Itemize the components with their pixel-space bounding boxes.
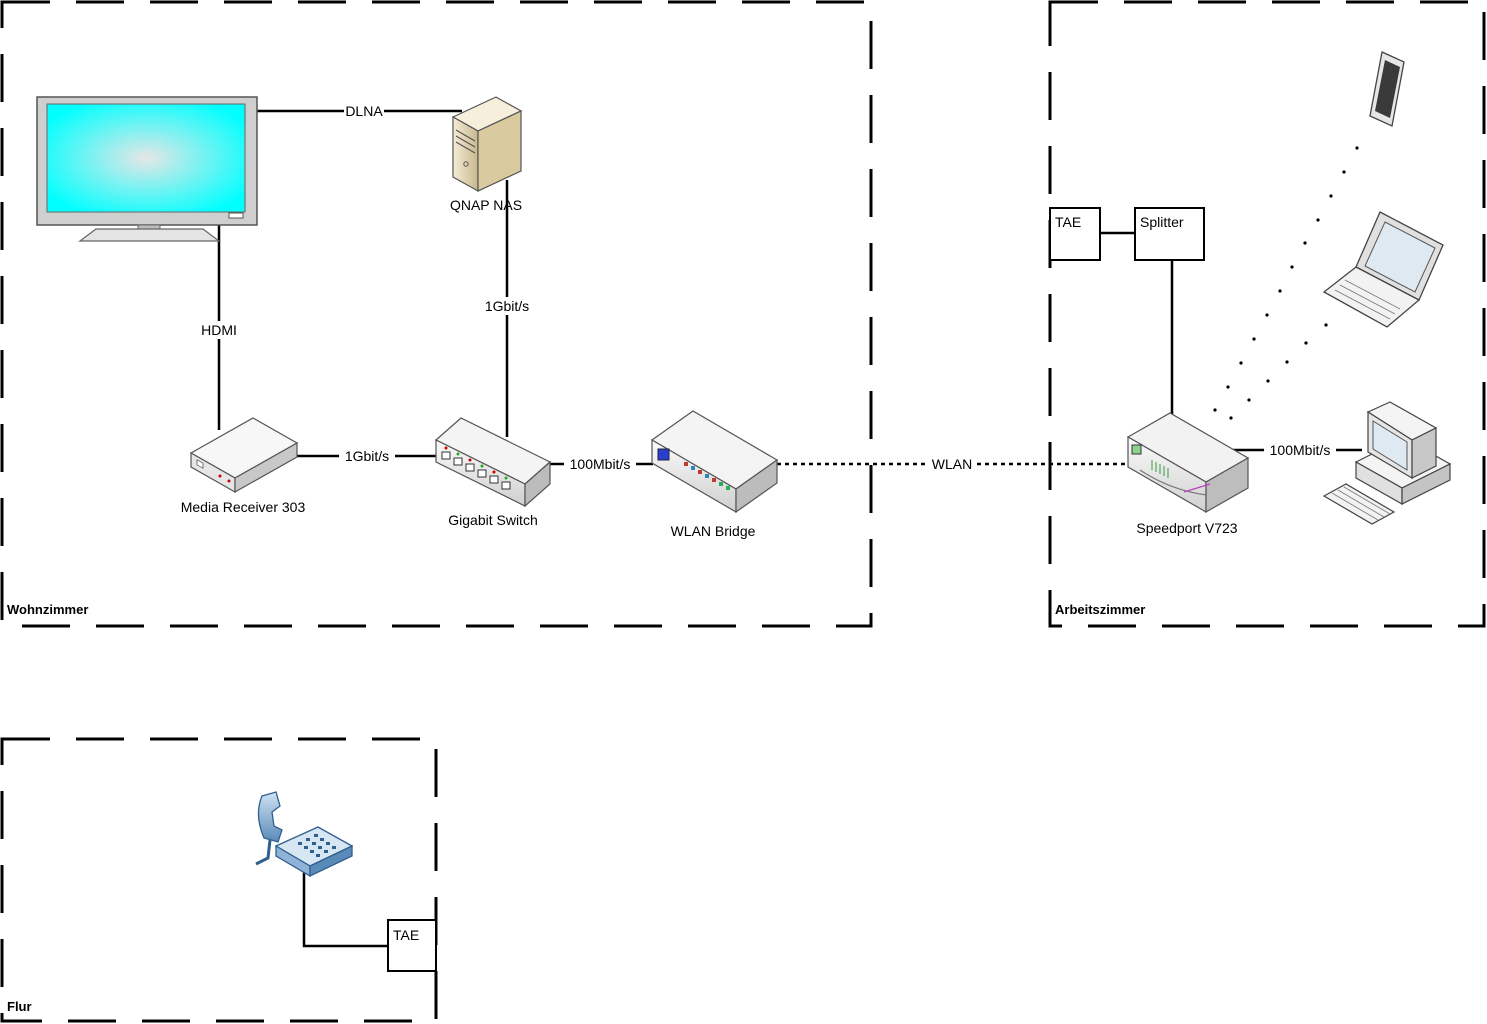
wlan-bridge-label: WLAN Bridge bbox=[671, 523, 756, 539]
server-icon[interactable] bbox=[453, 97, 521, 191]
splitter-box[interactable]: Splitter bbox=[1135, 208, 1204, 260]
svg-text:DLNA: DLNA bbox=[345, 103, 383, 119]
tae-box-flur[interactable]: TAE bbox=[388, 920, 436, 971]
speedport-label: Speedport V723 bbox=[1136, 520, 1237, 536]
tv-monitor-icon[interactable] bbox=[37, 97, 257, 241]
svg-text:1Gbit/s: 1Gbit/s bbox=[345, 448, 389, 464]
link-label-wlan: WLAN bbox=[928, 455, 976, 473]
room-label-wohnzimmer: Wohnzimmer bbox=[7, 602, 88, 617]
nas-label: QNAP NAS bbox=[450, 197, 522, 213]
set-top-box-icon[interactable] bbox=[191, 418, 297, 492]
link-label-speedport-pc: 100Mbit/s bbox=[1264, 441, 1336, 459]
svg-text:100Mbit/s: 100Mbit/s bbox=[1270, 442, 1331, 458]
tae-box-arbeitszimmer[interactable]: TAE bbox=[1050, 208, 1100, 260]
desktop-pc-icon[interactable] bbox=[1324, 402, 1450, 524]
link-phone-tae bbox=[304, 868, 388, 946]
smartphone-icon[interactable] bbox=[1370, 52, 1404, 126]
switch-icon[interactable] bbox=[436, 418, 550, 506]
telephone-icon[interactable] bbox=[256, 792, 352, 876]
link-label-dlna: DLNA bbox=[344, 102, 384, 120]
splitter-label: Splitter bbox=[1140, 214, 1184, 230]
link-label-receiver-switch: 1Gbit/s bbox=[339, 447, 395, 465]
tae-label-flur: TAE bbox=[393, 927, 419, 943]
svg-text:WLAN: WLAN bbox=[932, 456, 972, 472]
room-label-flur: Flur bbox=[7, 999, 32, 1014]
link-label-nas-switch: 1Gbit/s bbox=[478, 297, 536, 315]
svg-text:1Gbit/s: 1Gbit/s bbox=[485, 298, 529, 314]
room-flur: Flur bbox=[2, 739, 436, 1021]
link-label-switch-bridge: 100Mbit/s bbox=[564, 455, 636, 473]
svg-text:HDMI: HDMI bbox=[201, 322, 237, 338]
router-icon[interactable] bbox=[1128, 413, 1248, 512]
svg-text:100Mbit/s: 100Mbit/s bbox=[570, 456, 631, 472]
room-label-arbeitszimmer: Arbeitszimmer bbox=[1055, 602, 1145, 617]
tae-label-arbeitszimmer: TAE bbox=[1055, 214, 1081, 230]
laptop-icon[interactable] bbox=[1324, 212, 1443, 327]
switch-label: Gigabit Switch bbox=[448, 512, 537, 528]
link-label-hdmi: HDMI bbox=[197, 321, 241, 339]
wlan-bridge-icon[interactable] bbox=[652, 411, 777, 512]
media-receiver-label: Media Receiver 303 bbox=[181, 499, 306, 515]
